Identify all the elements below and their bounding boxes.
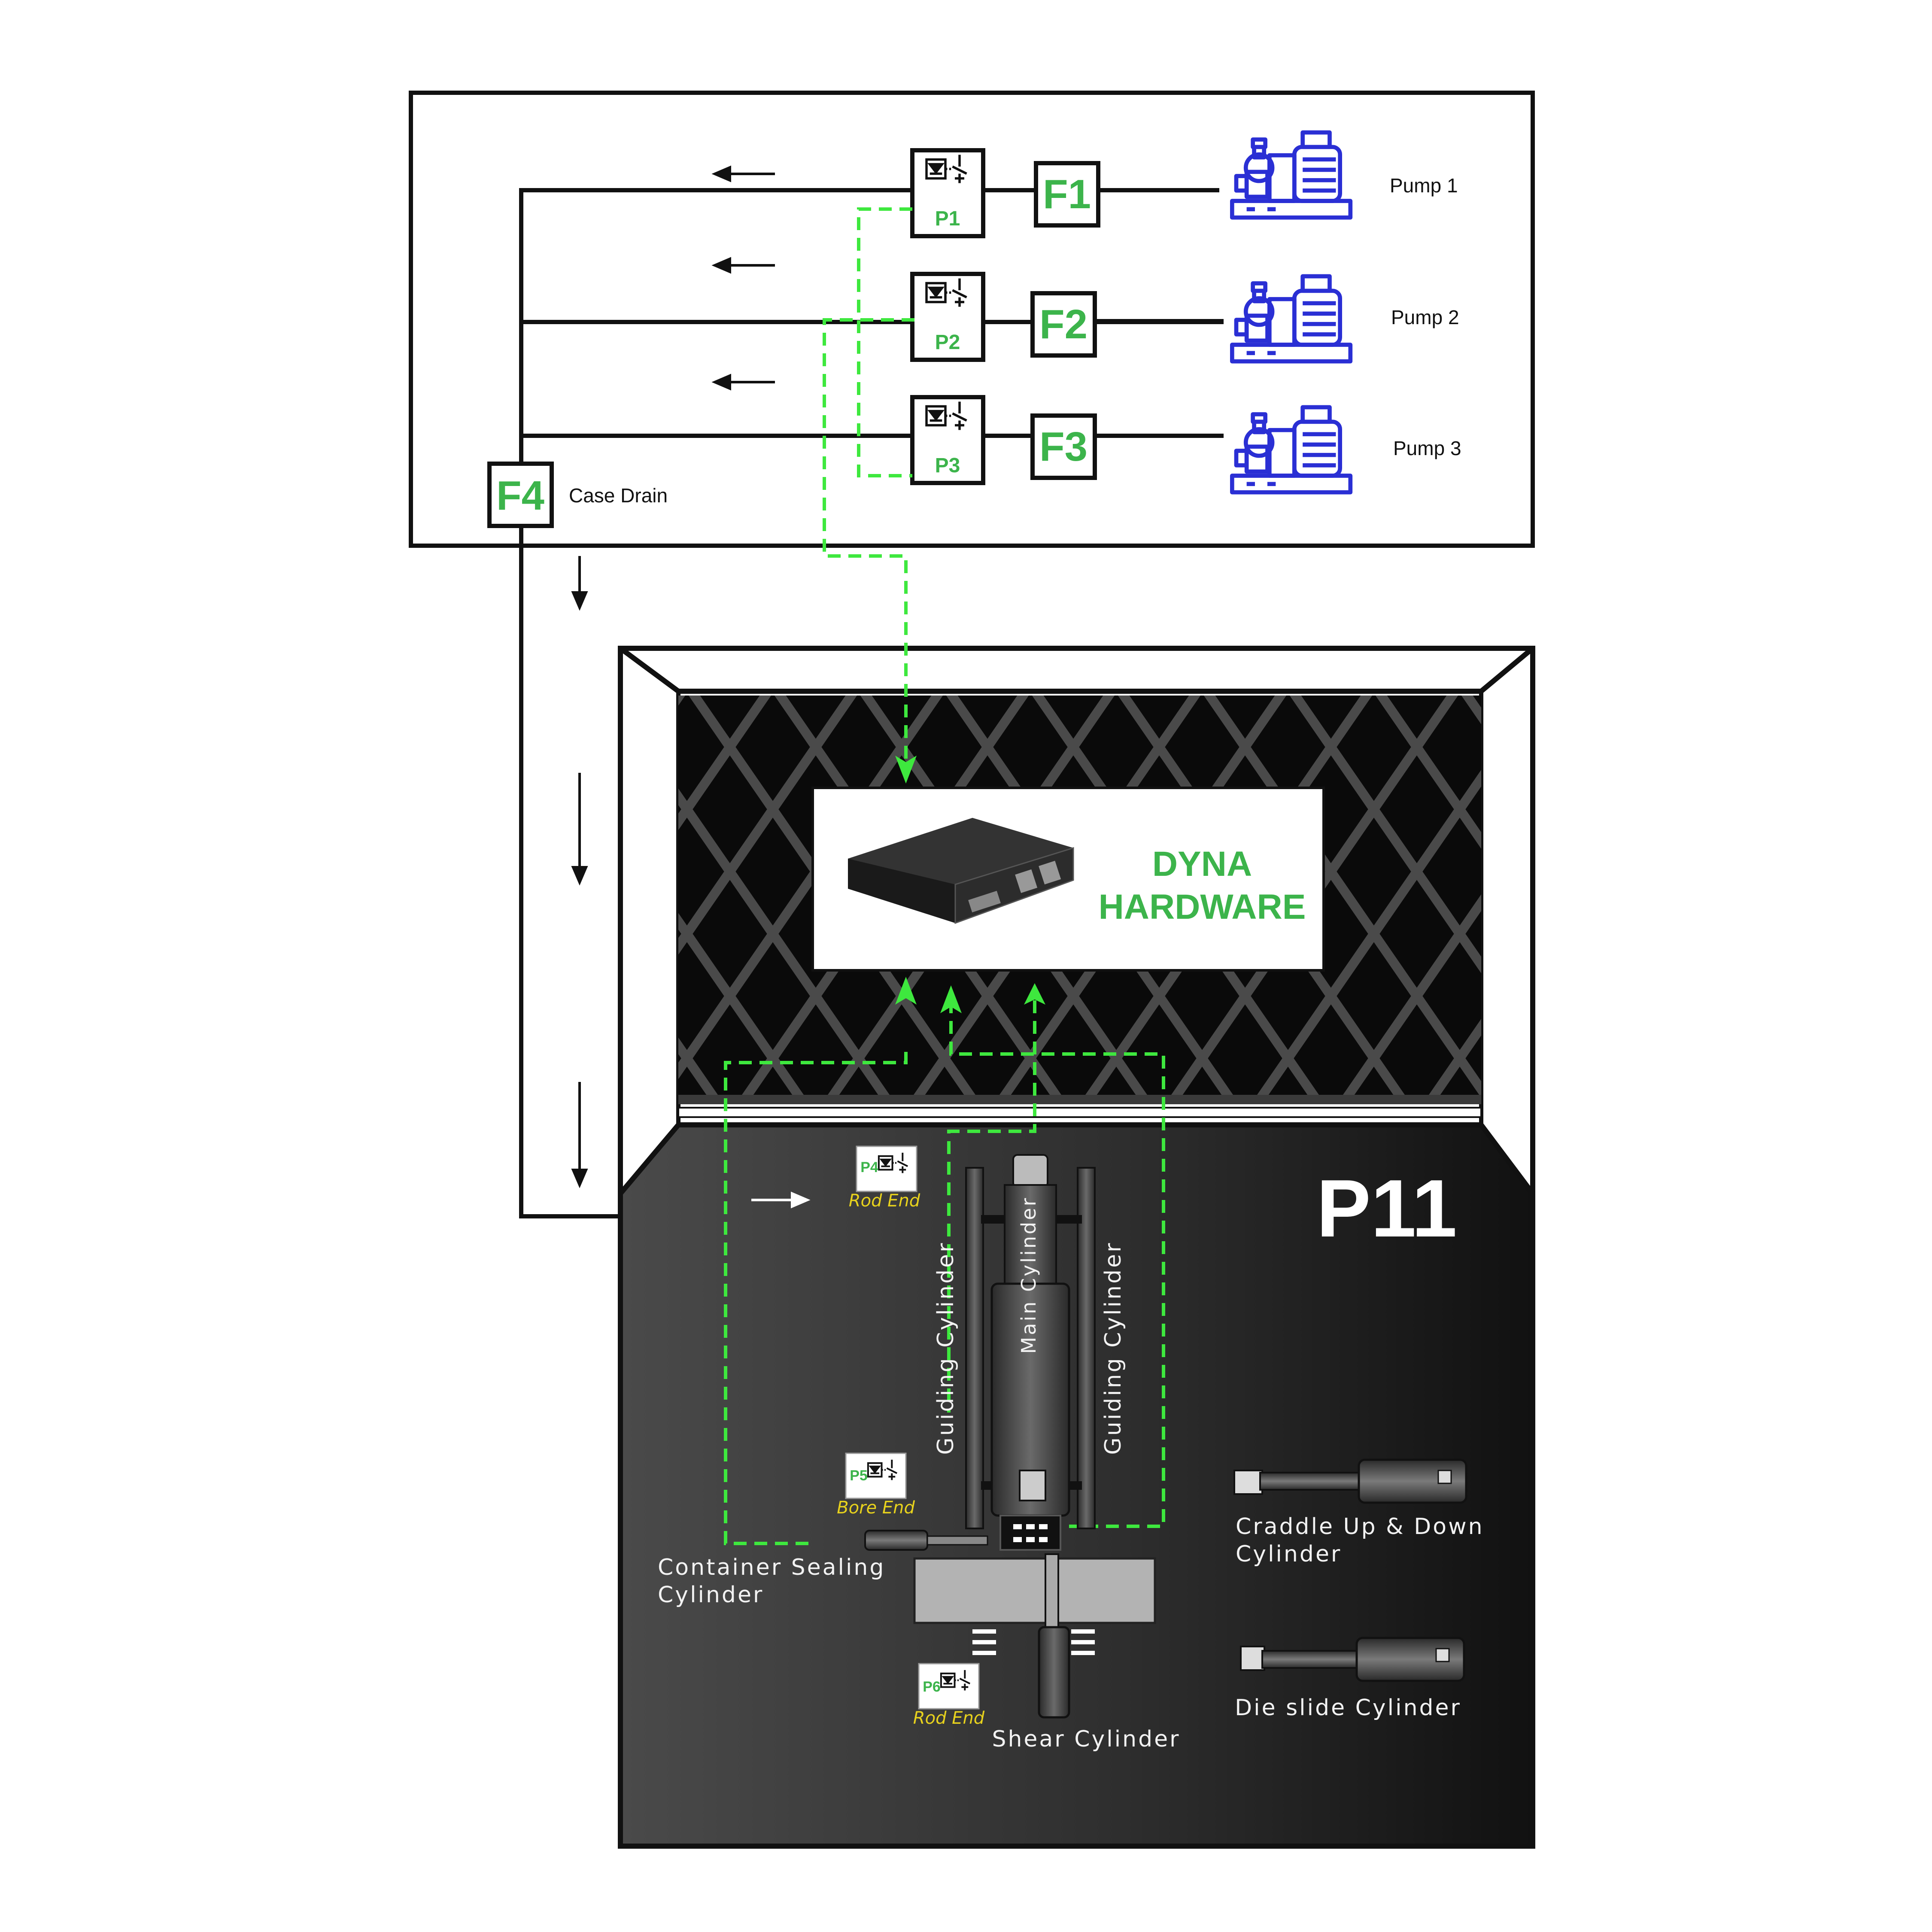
shear-cylinder bbox=[1038, 1553, 1070, 1719]
sensor-end-p5: Bore End bbox=[837, 1498, 915, 1518]
die-block-stripes bbox=[972, 1629, 1095, 1655]
label-die-slide: Die slide Cylinder bbox=[1235, 1695, 1461, 1721]
sensor-label-p3: P3 bbox=[935, 454, 960, 477]
pressure-sensor-p4: P4 bbox=[856, 1145, 917, 1192]
pressure-sensor-p5: P5 bbox=[845, 1452, 907, 1499]
label-guiding-cylinder-left: Guiding Cylinder bbox=[933, 1242, 959, 1455]
label-shear: Shear Cylinder bbox=[992, 1726, 1180, 1752]
pressure-sensor-p2: P2 bbox=[910, 272, 985, 362]
filter-label-f2: F2 bbox=[1039, 301, 1088, 347]
panel-rail bbox=[678, 1095, 1481, 1104]
filter-f4: F4 bbox=[487, 462, 554, 528]
pressure-sensor-p6: P6 bbox=[918, 1663, 980, 1710]
die-slide-cylinder bbox=[1240, 1637, 1465, 1682]
hardware-title-line1: DYNA bbox=[1152, 844, 1252, 884]
label-craddle-2: Cylinder bbox=[1236, 1541, 1342, 1567]
label-craddle-1: Craddle Up & Down bbox=[1236, 1514, 1484, 1540]
pump-label-2: Pump 2 bbox=[1391, 306, 1459, 328]
pump-label-1: Pump 1 bbox=[1390, 174, 1458, 197]
case-drain-label: Case Drain bbox=[569, 484, 668, 507]
filter-label-f3: F3 bbox=[1039, 424, 1088, 470]
press-title: P11 bbox=[1316, 1163, 1457, 1254]
sensor-label-p1: P1 bbox=[935, 207, 960, 230]
craddle-cylinder bbox=[1233, 1458, 1467, 1504]
label-guiding-cylinder-right: Guiding Cylinder bbox=[1100, 1242, 1126, 1455]
sensor-end-p6: Rod End bbox=[913, 1708, 985, 1728]
flow-arrow-icon bbox=[711, 165, 775, 391]
panel-rail bbox=[677, 1107, 1482, 1118]
filter-f2: F2 bbox=[1030, 291, 1097, 358]
main-cylinder bbox=[990, 1154, 1070, 1551]
sensor-label-p5: P5 bbox=[850, 1467, 868, 1484]
filter-label-f4: F4 bbox=[496, 473, 544, 519]
controller-icon bbox=[848, 818, 1074, 924]
pressure-sensor-p1: P1 bbox=[910, 148, 985, 238]
filter-f1: F1 bbox=[1034, 161, 1100, 228]
dyna-hardware-box: DYNA HARDWARE bbox=[811, 787, 1325, 972]
hardware-title-line2: HARDWARE bbox=[1099, 887, 1306, 927]
flow-arrow-icon bbox=[571, 556, 588, 1188]
signal-lines bbox=[724, 207, 1165, 1545]
container-sealing-cylinder bbox=[864, 1530, 988, 1551]
pump-lines bbox=[1095, 188, 1224, 438]
sensor-end-p4: Rod End bbox=[849, 1191, 920, 1211]
pump-label-3: Pump 3 bbox=[1393, 437, 1461, 459]
sensor-label-p4: P4 bbox=[860, 1159, 878, 1176]
pressure-sensor-p3: P3 bbox=[910, 395, 985, 485]
label-container-sealing-1: Container Sealing bbox=[658, 1555, 885, 1580]
label-container-sealing-2: Cylinder bbox=[658, 1582, 764, 1608]
signal-arrowheads bbox=[895, 756, 1045, 1013]
die-block bbox=[913, 1557, 1156, 1624]
filter-label-f1: F1 bbox=[1043, 171, 1091, 217]
sensor-label-p2: P2 bbox=[935, 331, 960, 354]
label-main-cylinder: Main Cylinder bbox=[1017, 1197, 1040, 1354]
guiding-cylinder-right bbox=[1043, 1167, 1096, 1529]
flow-arrow-icon bbox=[751, 1191, 811, 1209]
filter-f3: F3 bbox=[1030, 413, 1097, 480]
sensor-label-p6: P6 bbox=[923, 1679, 941, 1695]
